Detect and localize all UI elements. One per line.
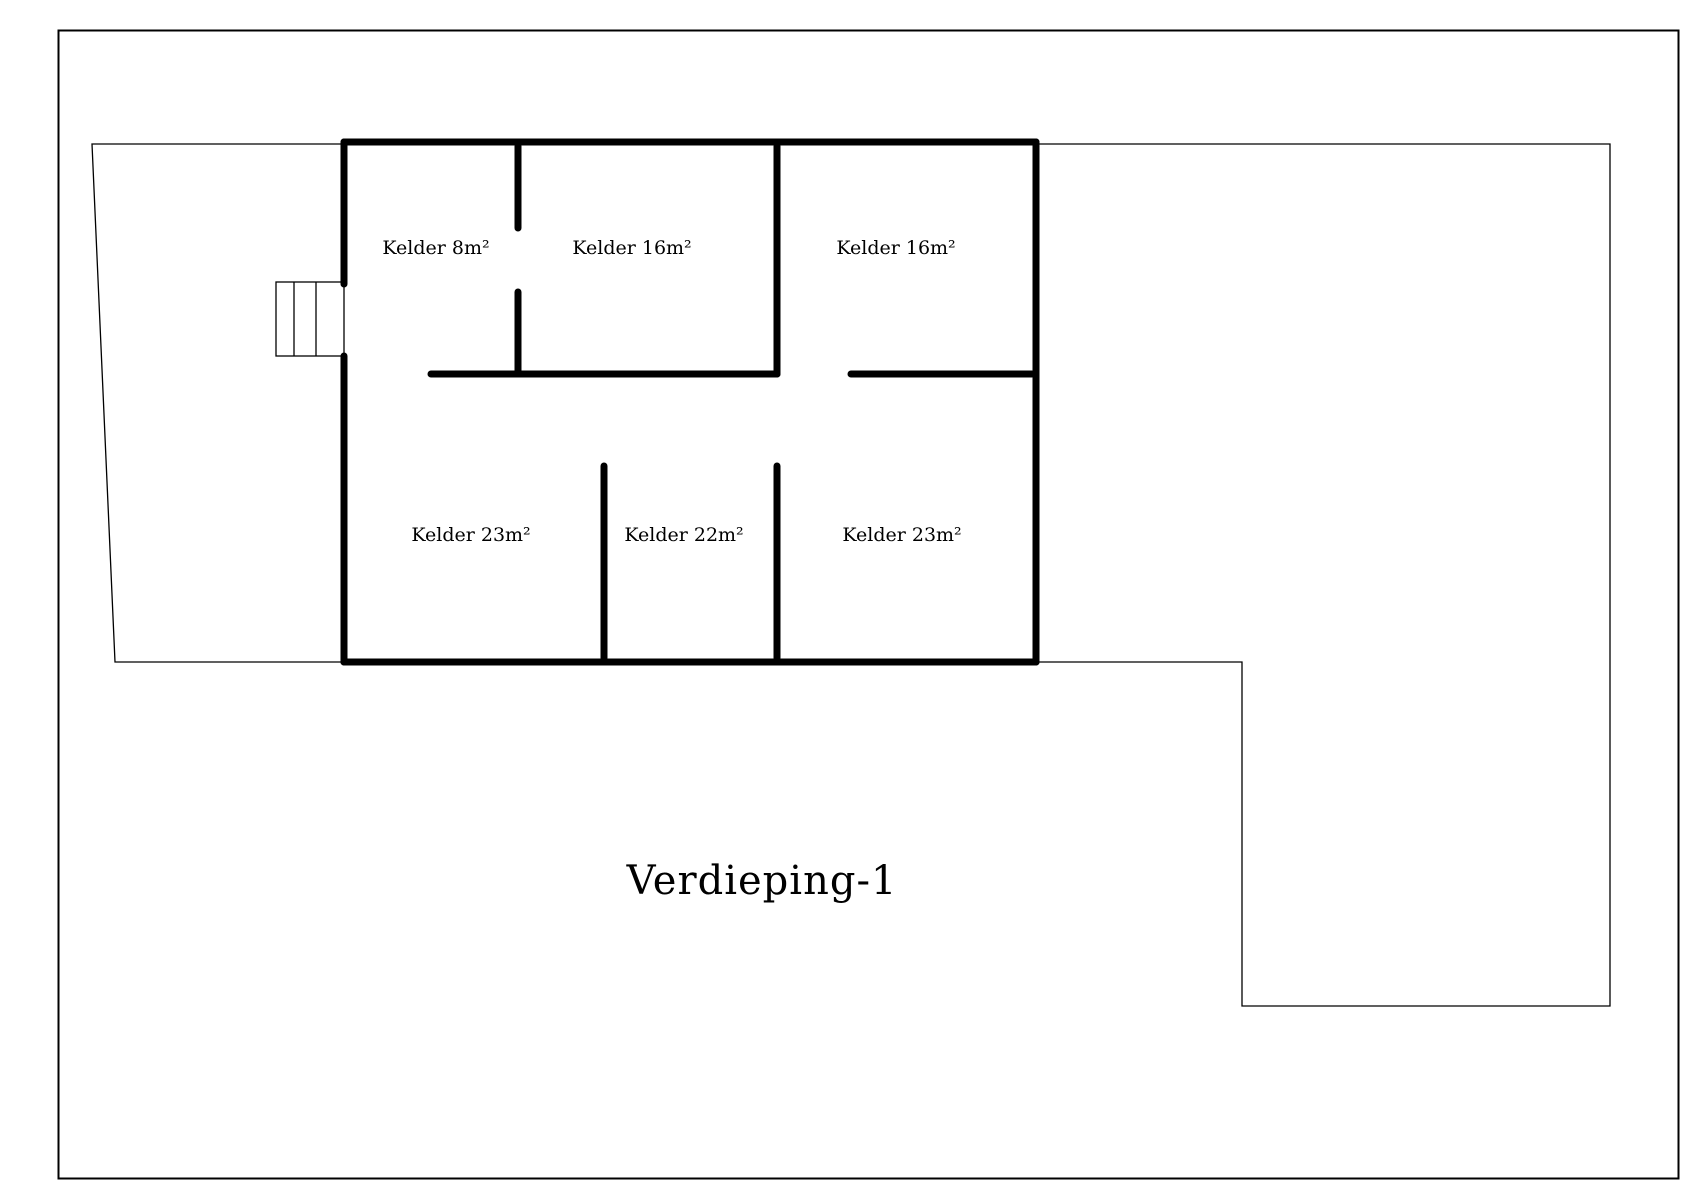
room-label: Kelder 23m² bbox=[842, 524, 961, 546]
plot-outline-right bbox=[1036, 143, 1611, 1007]
room-label: Kelder 22m² bbox=[624, 524, 743, 546]
room-label: Kelder 23m² bbox=[411, 524, 530, 546]
walls bbox=[340, 138, 1040, 666]
stairs bbox=[275, 281, 345, 357]
plot-outline bbox=[91, 143, 344, 663]
drawing-frame bbox=[57, 29, 1680, 1180]
room-label: Kelder 8m² bbox=[382, 237, 489, 259]
room-label: Kelder 16m² bbox=[572, 237, 691, 259]
floor-title: Verdieping-1 bbox=[626, 858, 898, 904]
room-label: Kelder 16m² bbox=[836, 237, 955, 259]
